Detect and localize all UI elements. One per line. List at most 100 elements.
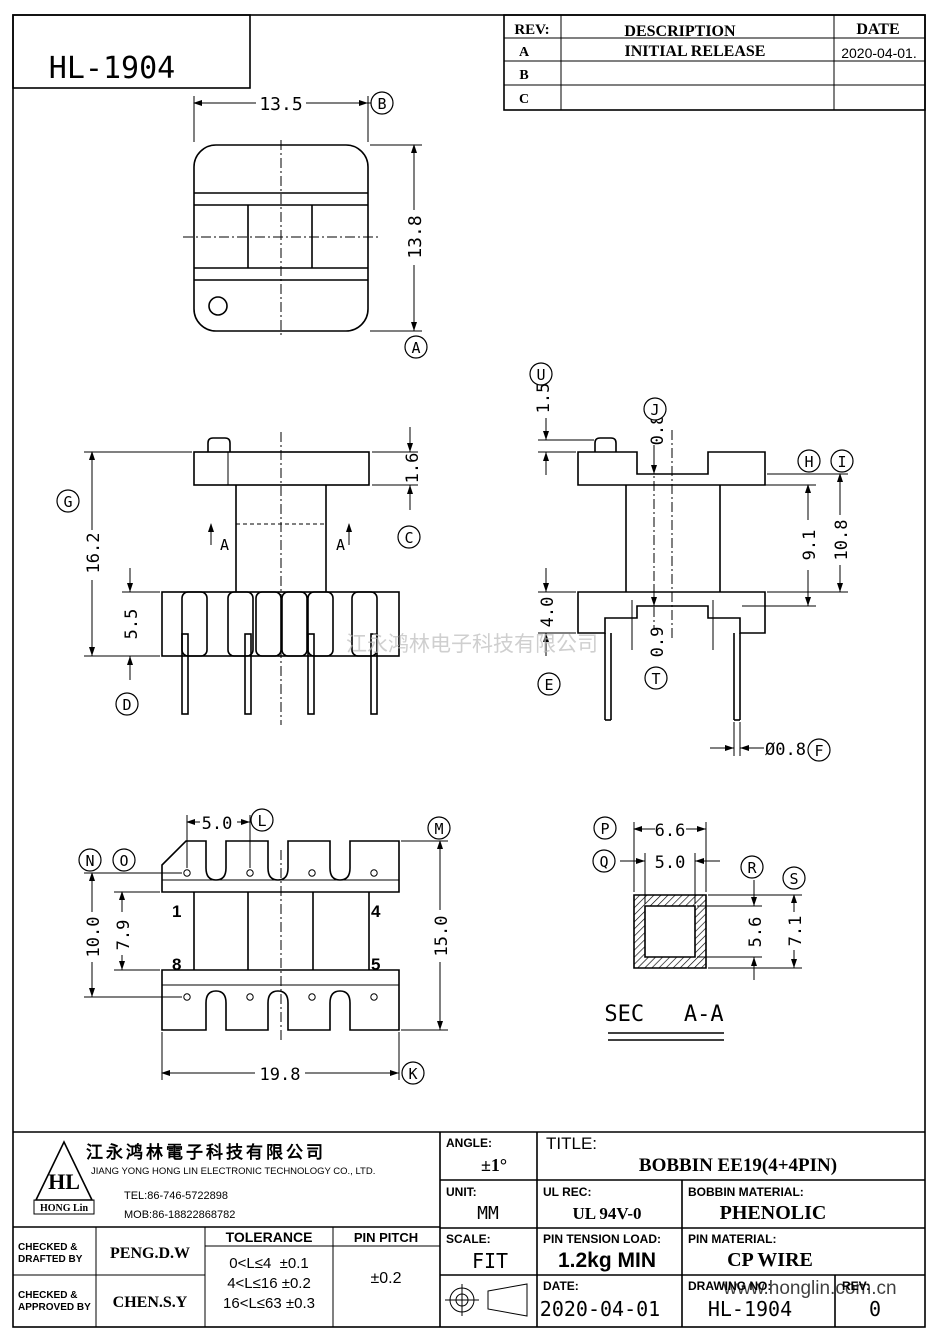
checked-approved-label: CHECKED &APPROVED BY (18, 1290, 91, 1313)
checked-approved-label-2: APPROVED BY (18, 1302, 91, 1313)
callout-t: T (651, 670, 660, 688)
dim-row-span: 10.0 (84, 917, 104, 958)
angle-value: ±1° (481, 1155, 507, 1175)
rev-row-a-desc: INITIAL RELEASE (625, 43, 766, 60)
pin-tension-value: 1.2kg MIN (558, 1249, 656, 1272)
bottom-view: 1 4 8 5 5.0 15.0 10.0 7.9 19.8 (78, 808, 452, 1085)
unit-label: UNIT: (446, 1185, 477, 1199)
logo-sub: HONG Lin (40, 1203, 89, 1214)
scale-label: SCALE: (446, 1232, 491, 1246)
rev-value: 0 (869, 1297, 881, 1321)
callout-m: M (434, 820, 443, 838)
callout-j: J (650, 401, 659, 419)
dim-sec-outer-h: 7.1 (786, 916, 806, 947)
callout-i: I (837, 453, 846, 471)
company-mob: MOB:86-18822868782 (124, 1209, 235, 1221)
rev-row-c: C (519, 92, 529, 107)
section-mark-left: A (220, 536, 229, 554)
projection-symbol-icon (445, 1283, 528, 1317)
callout-o: O (119, 852, 128, 870)
drawing-frame (12, 14, 926, 1328)
bobbin-material-label: BOBBIN MATERIAL: (688, 1185, 804, 1199)
part-number: HL-1904 (49, 51, 175, 86)
part-number-box: HL-1904 (12, 14, 251, 89)
callout-f: F (814, 742, 823, 760)
angle-label: ANGLE: (446, 1136, 492, 1150)
checked-drafted-label-2: DRAFTED BY (18, 1254, 83, 1265)
callout-k: K (408, 1065, 417, 1083)
dim-sec-inner-h: 5.6 (746, 917, 766, 948)
dim-slot-depth: 0.8 (648, 415, 668, 446)
section-mark-right: A (336, 536, 345, 554)
drawing-no-label: DRAWING NO: (688, 1279, 771, 1293)
checked-drafted-label-1: CHECKED & (18, 1242, 77, 1253)
unit-value: MM (477, 1203, 499, 1224)
pin-material-value: CP WIRE (727, 1249, 813, 1271)
callout-e: E (544, 676, 553, 694)
dim-slot-thk: 0.9 (648, 627, 668, 658)
callout-n: N (85, 852, 94, 870)
dim-sec-inner: 5.0 (655, 853, 686, 873)
pin-number-1: 1 (172, 902, 181, 921)
pin-number-4: 4 (371, 902, 381, 921)
logo-mark: HL (48, 1169, 80, 1194)
side-view: 1.5 0.8 9.1 10.8 4.0 0.9 Ø0.8 U J H I (529, 362, 854, 762)
checked-drafted-label: CHECKED &DRAFTED BY (18, 1242, 83, 1265)
checked-approved-name: CHEN.S.Y (113, 1294, 188, 1311)
dim-sec-outer: 6.6 (655, 821, 686, 841)
date-value: 2020-04-01 (540, 1297, 660, 1321)
revision-block: REV: DESCRIPTION DATE A INITIAL RELEASE … (503, 14, 926, 111)
company-tel: TEL:86-746-5722898 (124, 1190, 228, 1202)
section-a-a: 6.6 5.0 5.6 7.1 P Q R S SEC A-A (592, 816, 806, 1041)
callout-b: B (377, 95, 386, 113)
dim-base-height: 5.5 (122, 609, 142, 640)
drawing-title: BOBBIN EE19(4+4PIN) (639, 1155, 837, 1176)
callout-h: H (804, 453, 813, 471)
checked-approved-label-1: CHECKED & (18, 1290, 77, 1301)
company-logo: HL HONG Lin (33, 1140, 95, 1215)
section-label: SEC A-A (604, 1002, 723, 1027)
pin-pitch-label: PIN PITCH (354, 1230, 418, 1245)
pin-tension-label: PIN TENSION LOAD: (543, 1232, 661, 1246)
title-label: TITLE: (546, 1134, 597, 1153)
callout-c: C (404, 529, 413, 547)
dim-overall-height: 16.2 (84, 533, 104, 574)
scale-value: FIT (472, 1249, 508, 1273)
callout-l: L (257, 812, 266, 830)
front-view: A A 1.6 16.2 5.5 G C D (56, 427, 423, 725)
date-label: DATE: (543, 1279, 579, 1293)
ul-label: UL REC: (543, 1185, 591, 1199)
bobbin-material-value: PHENOLIC (720, 1202, 827, 1224)
url-watermark: www.honglin.com.cn (722, 1278, 896, 1299)
dim-side-pin-offset: 1.5 (534, 383, 554, 414)
pin-number-5: 5 (371, 955, 380, 974)
dim-total-depth: 15.0 (432, 916, 452, 957)
callout-q: Q (599, 853, 608, 871)
callout-g: G (63, 493, 72, 511)
rev-row-a-date: 2020-04-01. (841, 45, 917, 61)
callout-p: P (600, 820, 609, 838)
callout-d: D (122, 696, 131, 714)
tolerance-label: TOLERANCE (226, 1229, 313, 1245)
callout-a: A (411, 339, 420, 357)
pin-pitch-tol: ±0.2 (370, 1270, 401, 1287)
dim-total-length: 19.8 (260, 1065, 301, 1085)
pin-material-label: PIN MATERIAL: (688, 1232, 776, 1246)
rev-header: REV: (514, 22, 549, 38)
rev-row-a: A (519, 45, 530, 60)
description-header: DESCRIPTION (624, 23, 736, 40)
callout-r: R (747, 859, 757, 877)
dim-winding-width: 9.1 (800, 530, 820, 561)
callout-s: S (789, 870, 798, 888)
dim-top-height: 13.8 (405, 215, 426, 258)
dim-base-h2: 4.0 (538, 597, 558, 628)
date-header: DATE (856, 21, 899, 38)
dim-pin-dia: Ø0.8 (765, 740, 806, 760)
company-name-cn: 江永鸿林電子科技有限公司 (86, 1142, 326, 1162)
title-block: HL HONG Lin 江永鸿林電子科技有限公司 JIANG YONG HONG… (13, 1131, 925, 1327)
dim-pin-pitch: 5.0 (202, 814, 233, 834)
ul-value: UL 94V-0 (572, 1204, 641, 1223)
pin-number-8: 8 (172, 955, 181, 974)
drawing-no-value: HL-1904 (708, 1297, 792, 1321)
